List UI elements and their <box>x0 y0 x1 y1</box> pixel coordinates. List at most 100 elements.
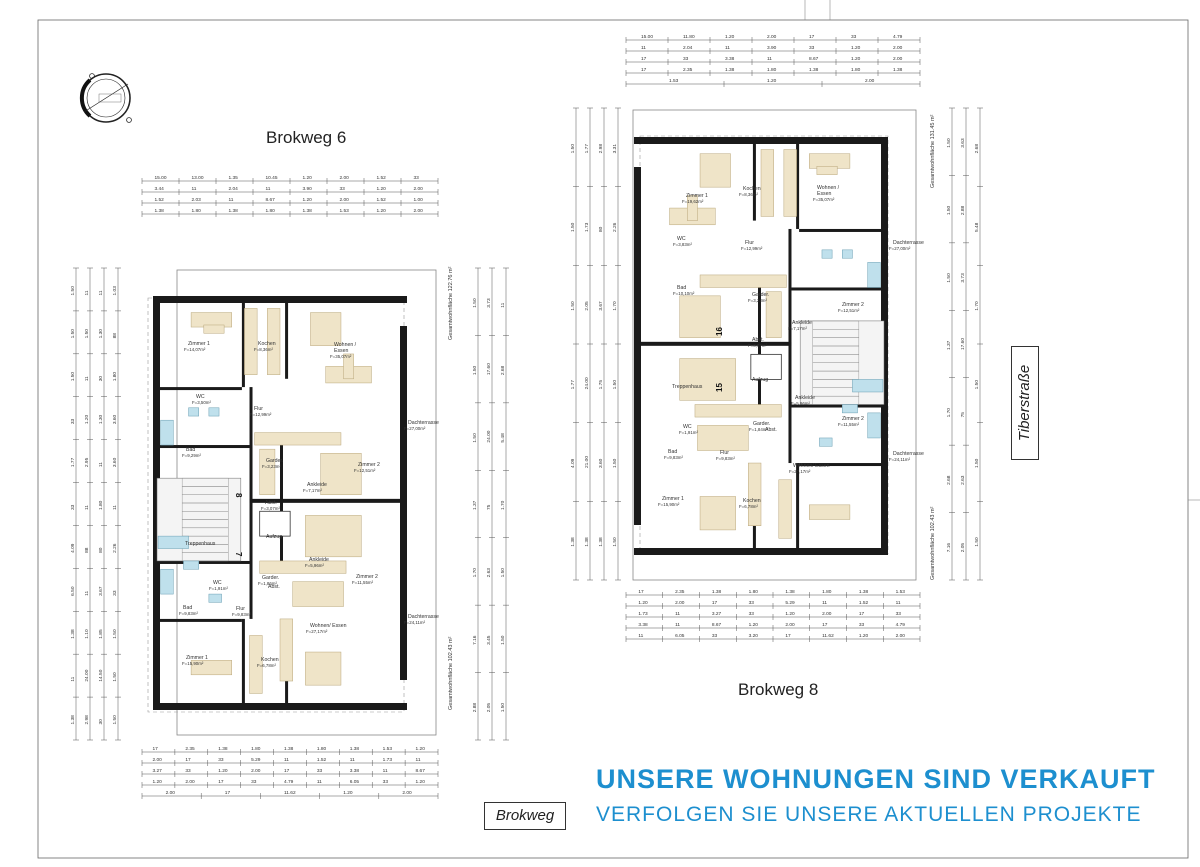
room-name: Kochen <box>743 186 761 192</box>
sanitary <box>819 437 833 447</box>
dimension-label: 24.00 <box>584 377 590 389</box>
room-area: F=15,90m² <box>182 661 204 666</box>
room-name: Zimmer 2 <box>358 462 380 468</box>
sanitary <box>867 412 881 439</box>
dimension-label: 11 <box>84 376 90 381</box>
dimension-label: 2.03 <box>192 197 202 203</box>
dimension-label: 2.00 <box>414 208 424 214</box>
dimension-label: 3.27 <box>152 768 162 774</box>
dimension-label: 11 <box>416 757 421 763</box>
dimension-label: 11 <box>266 186 271 192</box>
wall-inner <box>791 287 888 291</box>
dimension-label: 11 <box>284 757 289 763</box>
furniture <box>679 295 721 338</box>
wall-inner <box>249 498 407 503</box>
wall-inner <box>752 137 756 221</box>
room-name: Flur <box>254 406 263 412</box>
room-name: Dachterrasse <box>893 240 924 246</box>
room-name: Flur <box>236 606 245 612</box>
furniture <box>687 195 698 221</box>
dimension-label: 1.38 <box>218 746 228 752</box>
room-area: F=6,78m² <box>257 663 276 668</box>
total-area-lower: Gesamtwohnfläche 102.43 m² <box>448 636 454 710</box>
dimension-label: 1.80 <box>98 500 104 510</box>
dimension-label: 1.38 <box>303 208 313 214</box>
dimension-label: 33 <box>251 779 257 785</box>
room-name: Abst. <box>765 427 777 433</box>
wall-inner <box>799 463 888 467</box>
plan-title-brokweg-8: Brokweg 8 <box>738 680 819 699</box>
dimension-label: 1.70 <box>946 408 952 418</box>
wall-inner <box>796 137 800 229</box>
sanitary <box>188 407 199 417</box>
dimension-label: 1.20 <box>303 175 313 181</box>
room-name: Zimmer 1 <box>686 193 708 199</box>
room-area: F=6,78m² <box>739 504 758 509</box>
furniture <box>778 479 792 539</box>
dimension-label: 1.70 <box>612 301 618 311</box>
room-area: F=35,07m² <box>813 197 835 202</box>
wall-outer <box>634 548 888 555</box>
dimension-label: 11 <box>98 290 104 295</box>
room-area: F=27,17m² <box>306 629 328 634</box>
room-area: F=12,51m² <box>838 308 860 313</box>
dimension-label: 11 <box>822 600 827 606</box>
dimension-label: 80 <box>598 226 604 232</box>
dimension-label: 2.00 <box>893 45 903 51</box>
furniture <box>190 660 232 676</box>
dimension-label: 4.79 <box>284 779 294 785</box>
dimension-label: 2.00 <box>822 611 832 617</box>
dimension-label: 1.03 <box>112 286 118 296</box>
dimension-label: 2.00 <box>896 633 906 639</box>
dimension-label: 1.53 <box>340 208 350 214</box>
dimension-label: 1.20 <box>851 56 861 62</box>
furniture <box>809 504 851 520</box>
wall-inner <box>249 387 253 619</box>
dimension-label: 2.98 <box>598 144 604 154</box>
dimension-label: 3.31 <box>612 144 618 154</box>
room-area: F=27,00m² <box>889 246 911 251</box>
dimension-label: 30 <box>98 376 104 382</box>
dimension-label: 1.20 <box>416 746 426 752</box>
dimension-label: 1.20 <box>377 186 387 192</box>
dimension-label: 6.05 <box>675 633 685 639</box>
dimension-label: 2.68 <box>500 365 506 375</box>
dimension-label: 11 <box>641 45 646 51</box>
wall-inner <box>153 445 250 449</box>
dimension-label: 2.00 <box>166 790 176 796</box>
wall-inner <box>799 228 888 232</box>
roof-outline <box>632 109 917 581</box>
dimension-label: 8.67 <box>266 197 276 203</box>
dimension-label: 11 <box>317 779 322 785</box>
dimension-label: 13.00 <box>192 175 204 181</box>
dimension-label: 3.38 <box>350 768 360 774</box>
dimension-label: 1.50 <box>974 380 980 390</box>
dimension-label: 11 <box>767 56 772 62</box>
dimension-label: 1.50 <box>70 372 76 382</box>
dimension-label: 1.38 <box>809 67 819 73</box>
dimension-label: 2.00 <box>152 757 162 763</box>
dimension-label: 11 <box>84 591 90 596</box>
room-name: Garder. <box>752 292 769 298</box>
dimension-label: 1.20 <box>343 790 353 796</box>
dimension-label: 1.50 <box>612 380 618 390</box>
room-name: Essen <box>817 191 832 197</box>
dimension-label: 4.79 <box>896 622 906 628</box>
room-area: F=10,10m² <box>673 291 695 296</box>
dimension-label: 11 <box>500 302 506 307</box>
dimension-label: 33 <box>383 779 389 785</box>
stair-number-down: 7 <box>234 552 243 557</box>
sanitary <box>160 419 174 446</box>
room-area: F=1,91m² <box>679 430 698 435</box>
dimension-label: 17 <box>822 622 828 628</box>
dimension-label: 3.38 <box>725 56 735 62</box>
dimension-label: 3.90 <box>767 45 777 51</box>
room-area: F=12,51m² <box>354 468 376 473</box>
room-name: Ankleide <box>309 557 329 563</box>
dimension-label: 2.00 <box>340 175 350 181</box>
dimension-label: 1.80 <box>251 746 261 752</box>
dimension-label: 1.50 <box>612 537 618 547</box>
north-arrow-icon <box>79 73 132 123</box>
room-area: F=12,99m² <box>250 412 272 417</box>
